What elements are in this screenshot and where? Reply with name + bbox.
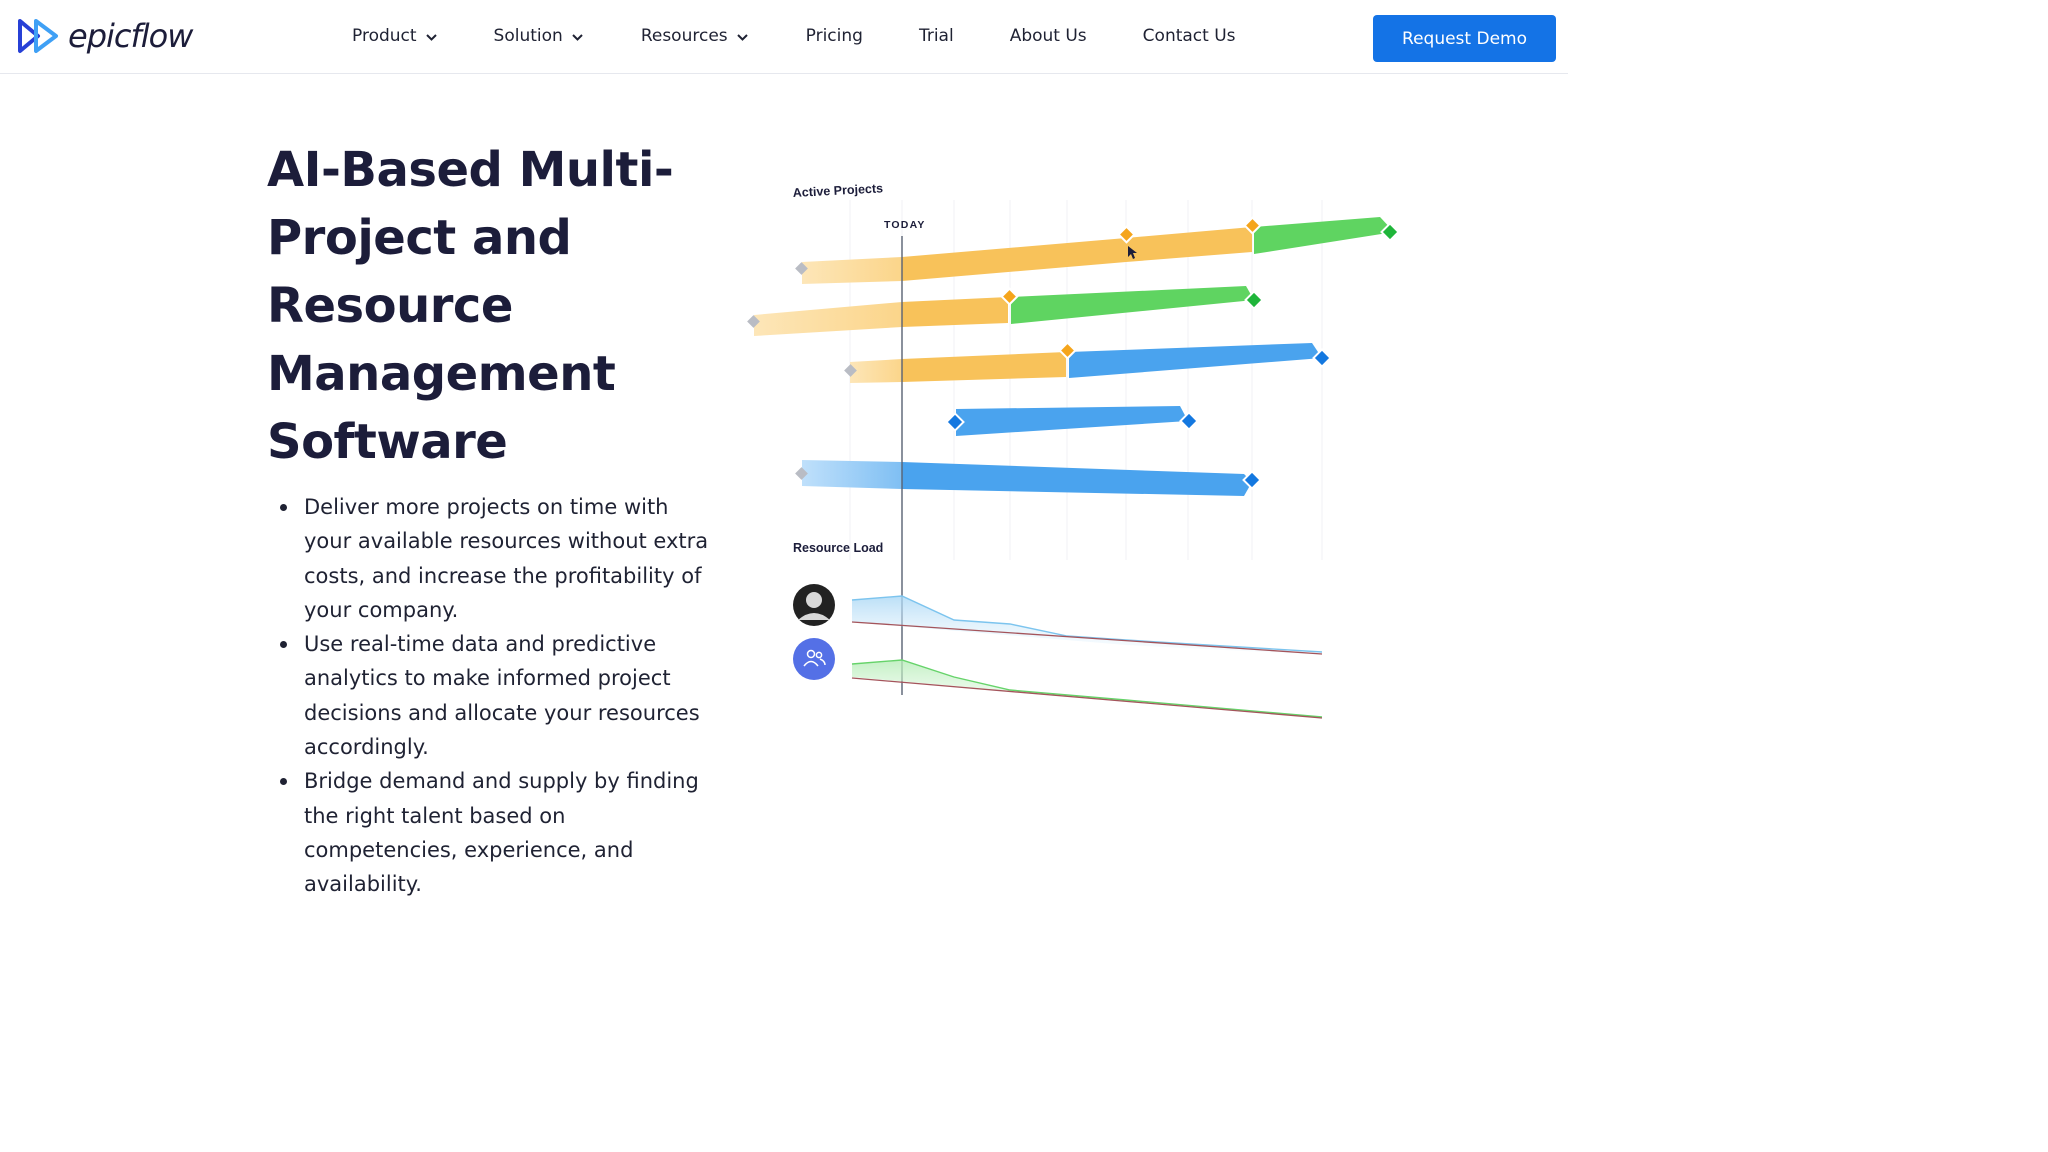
gantt-bar — [902, 297, 1008, 327]
load-area — [852, 596, 1322, 655]
chevron-down-icon — [736, 34, 748, 41]
gantt-bar — [902, 462, 1252, 496]
gantt-bar — [1126, 227, 1252, 262]
resource-load-label: Resource Load — [793, 541, 883, 555]
capacity-line — [851, 677, 1323, 719]
nav-item-resources[interactable]: Resources — [641, 26, 748, 46]
nav-item-trial[interactable]: Trial — [919, 26, 954, 46]
nav-label: Trial — [918, 26, 954, 46]
gantt-bar — [902, 238, 1126, 281]
project-row — [844, 341, 1332, 383]
logo-text: epicflow — [68, 17, 193, 55]
gantt-svg: Active Projects TODAY — [747, 181, 1400, 719]
milestone-marker — [1000, 287, 1019, 306]
milestone-marker — [1380, 222, 1400, 242]
feature-bullet: Deliver more projects on time with your … — [267, 490, 717, 627]
project-row — [747, 286, 1264, 336]
request-demo-button[interactable]: Request Demo — [1373, 15, 1556, 62]
play-forward-icon — [18, 19, 58, 53]
nav-item-pricing[interactable]: Pricing — [806, 26, 863, 46]
logo-link[interactable]: epicflow — [16, 16, 193, 56]
gantt-bar — [956, 406, 1188, 436]
main-nav: Product Solution Resources Pricing Trial… — [352, 0, 1236, 72]
team-avatar — [793, 638, 835, 680]
nav-label: Contact Us — [1142, 26, 1236, 46]
capacity-line — [851, 621, 1323, 655]
site-header: epicflow Product Solution Resources Pric… — [0, 0, 1568, 74]
feature-bullet: Bridge demand and supply by finding the … — [267, 764, 717, 901]
chevron-down-icon — [572, 34, 583, 41]
gantt-bar — [802, 257, 902, 284]
nav-label: Pricing — [805, 26, 863, 46]
nav-item-about-us[interactable]: About Us — [1010, 26, 1087, 46]
milestone-marker — [1243, 216, 1262, 235]
gantt-illustration: Active Projects TODAY — [740, 140, 1420, 740]
gantt-bar — [754, 302, 902, 336]
milestone-marker — [1242, 470, 1262, 490]
active-projects-label: Active Projects — [792, 181, 883, 200]
milestone-marker — [1244, 290, 1264, 310]
page-title: AI-Based Multi-Project and Resource Mana… — [267, 142, 674, 470]
feature-bullet: Use real-time data and predictive analyt… — [267, 627, 717, 764]
nav-item-solution[interactable]: Solution — [494, 26, 583, 46]
users-icon — [803, 649, 826, 667]
gantt-bar — [902, 352, 1066, 382]
project-row — [945, 406, 1199, 436]
nav-label: Product — [352, 26, 417, 46]
milestone-marker — [1117, 225, 1136, 244]
load-area — [852, 660, 1322, 718]
gantt-bar — [1011, 286, 1254, 324]
load-graph — [851, 595, 1323, 719]
project-row — [795, 460, 1262, 496]
nav-label: Resources — [640, 26, 728, 46]
milestone-marker — [1058, 341, 1077, 360]
milestone-marker — [945, 412, 965, 432]
gantt-bar — [1069, 343, 1322, 378]
milestone-marker — [1312, 348, 1332, 368]
load-line — [851, 595, 1323, 653]
gantt-bar — [1254, 217, 1394, 254]
load-line — [851, 659, 1323, 718]
cursor-icon — [1128, 246, 1137, 259]
gantt-bar — [802, 460, 902, 489]
feature-list: Deliver more projects on time with your … — [267, 490, 717, 902]
nav-item-contact-us[interactable]: Contact Us — [1143, 26, 1236, 46]
nav-label: About Us — [1009, 26, 1087, 46]
gantt-bar — [850, 359, 902, 383]
nav-label: Solution — [493, 26, 563, 46]
nav-item-product[interactable]: Product — [352, 26, 437, 46]
milestone-marker — [1179, 411, 1199, 431]
chevron-down-icon — [425, 34, 437, 41]
today-label: TODAY — [884, 219, 926, 231]
avatar — [793, 584, 835, 626]
project-row — [795, 216, 1400, 284]
